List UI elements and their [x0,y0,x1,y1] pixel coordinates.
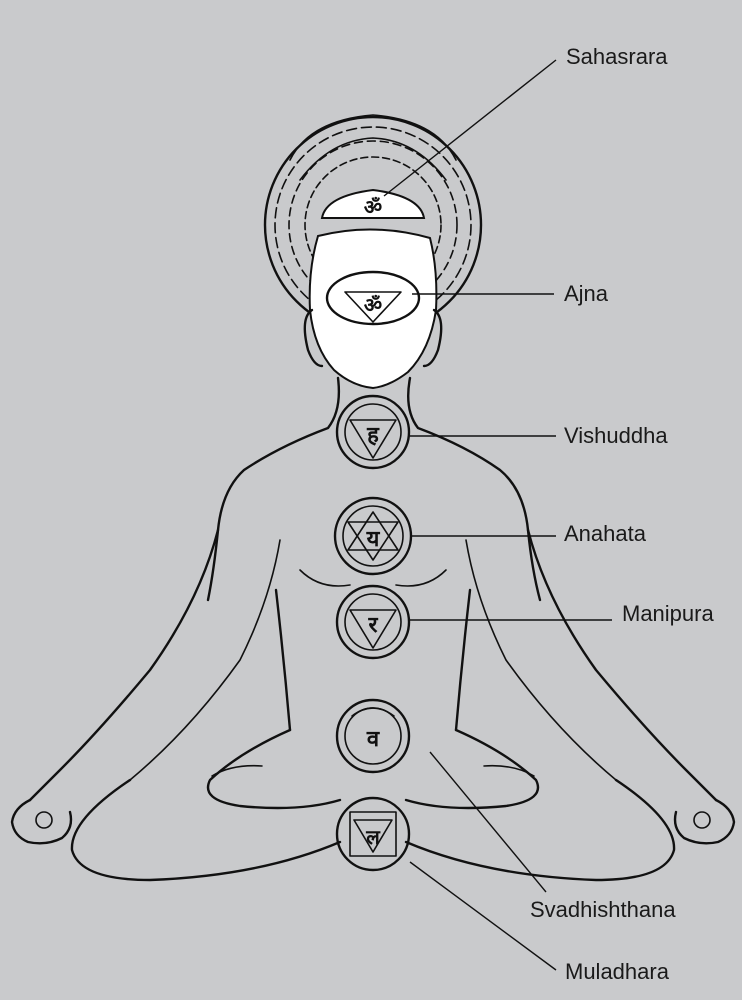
anahata-lotus: य [333,496,413,576]
label-sahasrara: Sahasrara [566,44,668,69]
svg-text:व: व [366,727,380,752]
head: ॐ [303,228,443,390]
leader-svadhishthana [429,751,547,893]
label-muladhara: Muladhara [565,959,669,984]
svg-text:ॐ: ॐ [364,195,382,219]
label-svadhishthana: Svadhishthana [530,897,676,922]
manipura-lotus: र [335,584,411,660]
leader-muladhara [409,861,557,971]
svg-text:ह: ह [366,423,380,448]
svg-text:ॐ: ॐ [364,293,382,317]
muladhara-lotus: ल [335,796,411,872]
label-vishuddha: Vishuddha [564,423,668,448]
label-ajna: Ajna [564,281,609,306]
label-manipura: Manipura [622,601,714,626]
crossed-legs [70,728,676,882]
vishuddha-lotus: ह [335,394,411,470]
svadhishthana-lotus: व [335,698,411,774]
svg-text:र: र [368,613,379,638]
leader-sahasrara [383,59,557,197]
svg-text:य: य [366,527,381,552]
torso [28,376,718,802]
hands [10,798,736,845]
svg-text:ल: ल [365,825,381,849]
leader-lines [383,59,612,971]
label-anahata: Anahata [564,521,646,546]
